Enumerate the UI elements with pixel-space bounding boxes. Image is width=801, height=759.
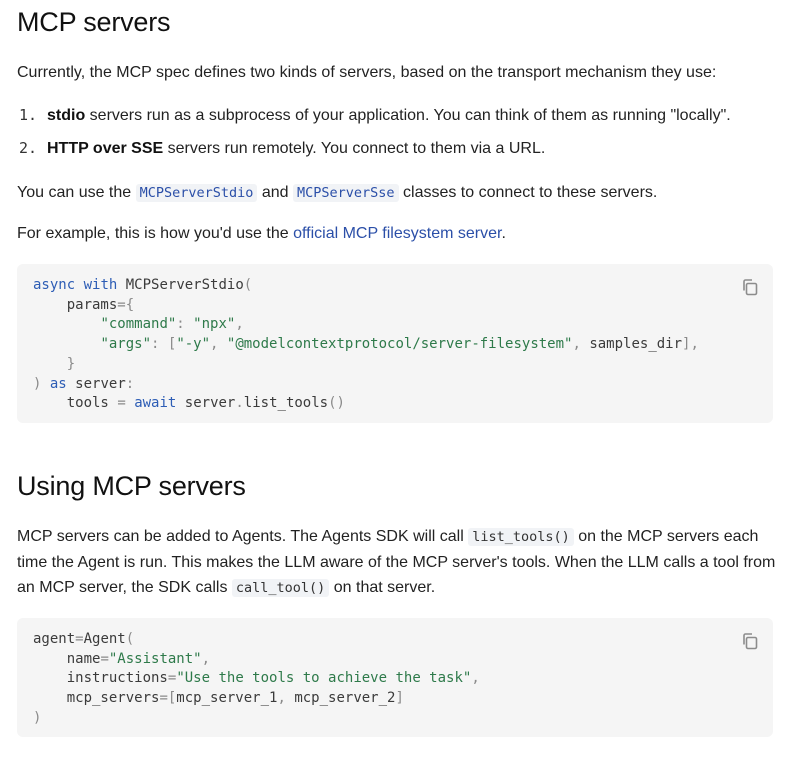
using-paragraph: MCP servers can be added to Agents. The … xyxy=(17,524,777,601)
filesystem-server-link[interactable]: official MCP filesystem server xyxy=(293,225,502,242)
inline-code-list-tools: list_tools() xyxy=(468,528,574,546)
intro-paragraph: Currently, the MCP spec defines two kind… xyxy=(17,64,717,81)
text: and xyxy=(257,184,294,201)
example-paragraph: For example, this is how you'd use the o… xyxy=(17,221,506,246)
text: . xyxy=(501,225,506,242)
list-term: HTTP over SSE xyxy=(47,140,164,157)
text: You can use the xyxy=(17,184,136,201)
list-number: 1. xyxy=(19,106,38,124)
list-text: servers run remotely. You connect to the… xyxy=(163,140,546,157)
copy-icon[interactable] xyxy=(741,278,759,296)
text: For example, this is how you'd use the xyxy=(17,225,294,242)
copy-icon[interactable] xyxy=(741,632,759,650)
list-term: stdio xyxy=(47,107,86,124)
list-item: 1. stdio servers run as a subprocess of y… xyxy=(19,103,731,128)
text: on that server. xyxy=(329,579,436,596)
classes-paragraph: You can use the MCPServerStdio and MCPSe… xyxy=(17,180,657,206)
section-heading-using-mcp-servers: Using MCP servers xyxy=(17,471,246,501)
inline-code-mcpserverstdio: MCPServerStdio xyxy=(135,184,258,202)
inline-code-mcpserversse: MCPServerSse xyxy=(293,184,399,202)
code-text: agent=Agent( name="Assistant", instructi… xyxy=(33,631,480,726)
inline-code-call-tool: call_tool() xyxy=(231,579,330,597)
list-number: 2. xyxy=(19,139,38,157)
text: MCP servers can be added to Agents. The … xyxy=(17,528,469,545)
code-block-agent: agent=Agent( name="Assistant", instructi… xyxy=(17,618,773,737)
list-item: 2. HTTP over SSE servers run remotely. Yo… xyxy=(19,136,545,161)
text: classes to connect to these servers. xyxy=(398,184,658,201)
section-heading-mcp-servers: MCP servers xyxy=(17,7,171,37)
text: on the MCP servers each time the Agent i… xyxy=(17,528,776,596)
list-text: servers run as a subprocess of your appl… xyxy=(85,107,731,124)
code-block-stdio: async with MCPServerStdio( params={ "com… xyxy=(17,264,773,423)
code-text: async with MCPServerStdio( params={ "com… xyxy=(33,277,699,412)
